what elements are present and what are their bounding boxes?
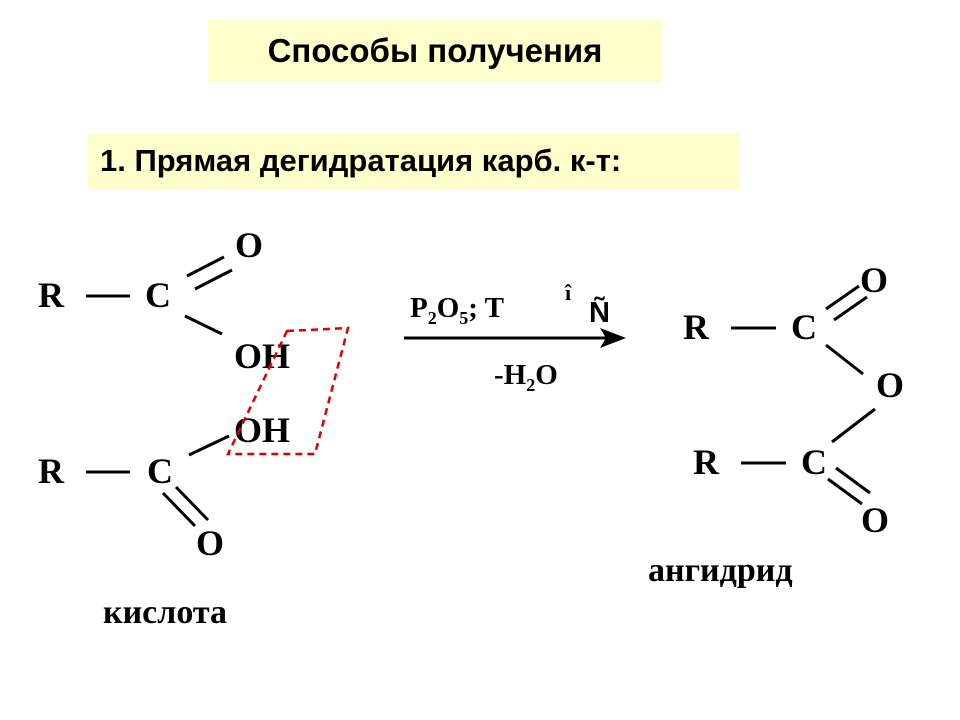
reactant-bottom-double-bond-a — [161, 491, 197, 528]
garbled-glyph-1: î — [564, 280, 572, 305]
slide-subtitle: 1. Прямая дегидратация карб. к-т: — [88, 133, 740, 189]
reagent-p: P2O5; T — [410, 292, 504, 328]
reactant-top-r: R — [38, 275, 65, 315]
product-bottom-o: O — [861, 500, 889, 540]
product-top-o: O — [860, 260, 888, 300]
product-bottom-r: R — [693, 442, 720, 482]
reactant-top-double-bond-a — [186, 255, 225, 278]
reactant-bottom-single-bond — [188, 434, 230, 457]
reactant-top-double-bond-b — [194, 268, 233, 291]
product-bridge-o: O — [876, 365, 904, 405]
reactant-bottom-c: C — [147, 451, 173, 491]
product-bottom-c: C — [801, 442, 827, 482]
product-top-bridge-bond — [825, 343, 864, 376]
product-anhydride: R C O O R C O ангидрид — [648, 260, 904, 589]
reaction-arrow-head — [600, 328, 626, 348]
reactant-caption: кислота — [103, 594, 227, 631]
product-bottom-double-bond-b — [835, 466, 871, 495]
slide-title: Способы получения — [208, 20, 662, 82]
product-caption: ангидрид — [648, 552, 793, 589]
reactant-bottom-oh: OH — [234, 410, 290, 450]
garbled-glyph-2: Ñ — [589, 295, 610, 329]
product-bottom-bridge-bond — [831, 407, 876, 444]
reactant-bottom-o: O — [196, 523, 224, 563]
product-top-c: C — [791, 307, 817, 347]
reactant-bottom-r: R — [38, 451, 65, 491]
reaction-conditions: P2O5; T î Ñ -H2O — [404, 280, 626, 395]
reactant-top-single-bond — [184, 314, 223, 336]
product-top-r: R — [683, 307, 710, 347]
product-top-double-bond-a — [825, 284, 860, 311]
product-bottom-double-bond-a — [827, 477, 863, 506]
byproduct-water: -H2O — [494, 359, 558, 395]
reactant-top-c: C — [145, 275, 171, 315]
reactant-acids: R C O OH OH R C O кислота — [38, 225, 350, 631]
reactant-top-o: O — [235, 225, 263, 265]
product-top-double-bond-b — [833, 295, 868, 322]
water-removal-outline — [226, 326, 350, 456]
reactant-bottom-double-bond-b — [174, 485, 210, 522]
